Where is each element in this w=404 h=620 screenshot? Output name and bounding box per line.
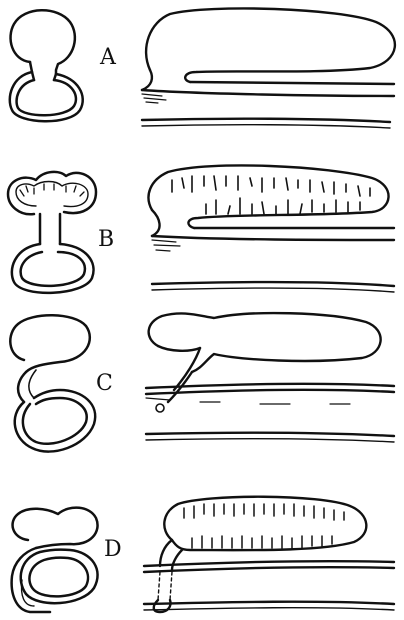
panel-d-tube-lower [144,567,394,572]
panel-b-villi-upper [172,176,370,196]
panel-d-villous-sac [164,497,366,550]
panel-b: B [8,165,394,292]
panel-b-label: B [98,227,114,252]
panel-c-body-wall-2 [146,439,394,442]
panel-b-ring-inner [21,252,85,286]
panel-c-stalk-outer [18,372,26,402]
panel-d-double-sac [13,508,98,548]
panel-a-lower-ring-outer [10,72,83,121]
panel-b-body-wall [152,282,394,286]
panel-b-longitudinal [149,165,394,292]
panel-a-tube-upper [190,82,394,84]
panel-c-sac [149,313,381,372]
panel-d-cross-section [12,508,98,612]
panel-c-ring-inner [23,398,87,444]
panel-a-longitudinal [142,8,395,128]
panel-a-upper-sac [11,10,75,74]
panel-b-cross-section [8,172,96,293]
panel-a-label: A [99,45,117,70]
panel-a-sac-neck [142,70,152,90]
panel-c-cross-section [10,315,95,451]
panel-d-body-wall-2 [144,608,394,610]
panel-b-sac-neck [152,210,160,236]
panel-a-body-wall [142,119,390,122]
panel-a-lower-ring-inner [17,80,76,115]
panel-c-stalk-inner [29,370,36,398]
panel-d-longitudinal [144,497,394,612]
panel-b-body-wall-2 [152,288,394,292]
panel-a-large-sac [146,8,395,82]
panel-b-lobed-sac-inner [16,182,88,207]
panel-c: C [10,313,394,452]
panel-d-villi [184,504,344,548]
panel-d-ring-inner [29,558,88,597]
panel-b-tube-lower [152,236,394,240]
panel-d-tube-upper [144,561,394,566]
panel-c-longitudinal [146,313,394,442]
panel-c-tube-lower [146,390,394,394]
panel-b-villi-lower [206,198,360,214]
panel-b-villous-sac [149,165,389,228]
panel-c-label: C [96,371,113,396]
panel-a-stalk-left [30,62,32,72]
panel-d: D [12,497,394,612]
panel-c-sac-lower-edge [158,346,200,351]
panel-d-label: D [104,537,122,562]
panel-a-cross-section [10,10,83,121]
panel-c-sac [10,315,90,372]
panel-d-duct-dashed [158,572,172,600]
panel-a-tube-lower [142,90,394,96]
panel-d-body-wall [144,602,394,604]
panel-c-stalk-end [156,404,164,412]
panel-c-body-wall [146,433,394,436]
panel-a-body-wall-2 [142,125,390,128]
panel-a: A [10,8,395,128]
panel-b-stalk [40,214,60,244]
